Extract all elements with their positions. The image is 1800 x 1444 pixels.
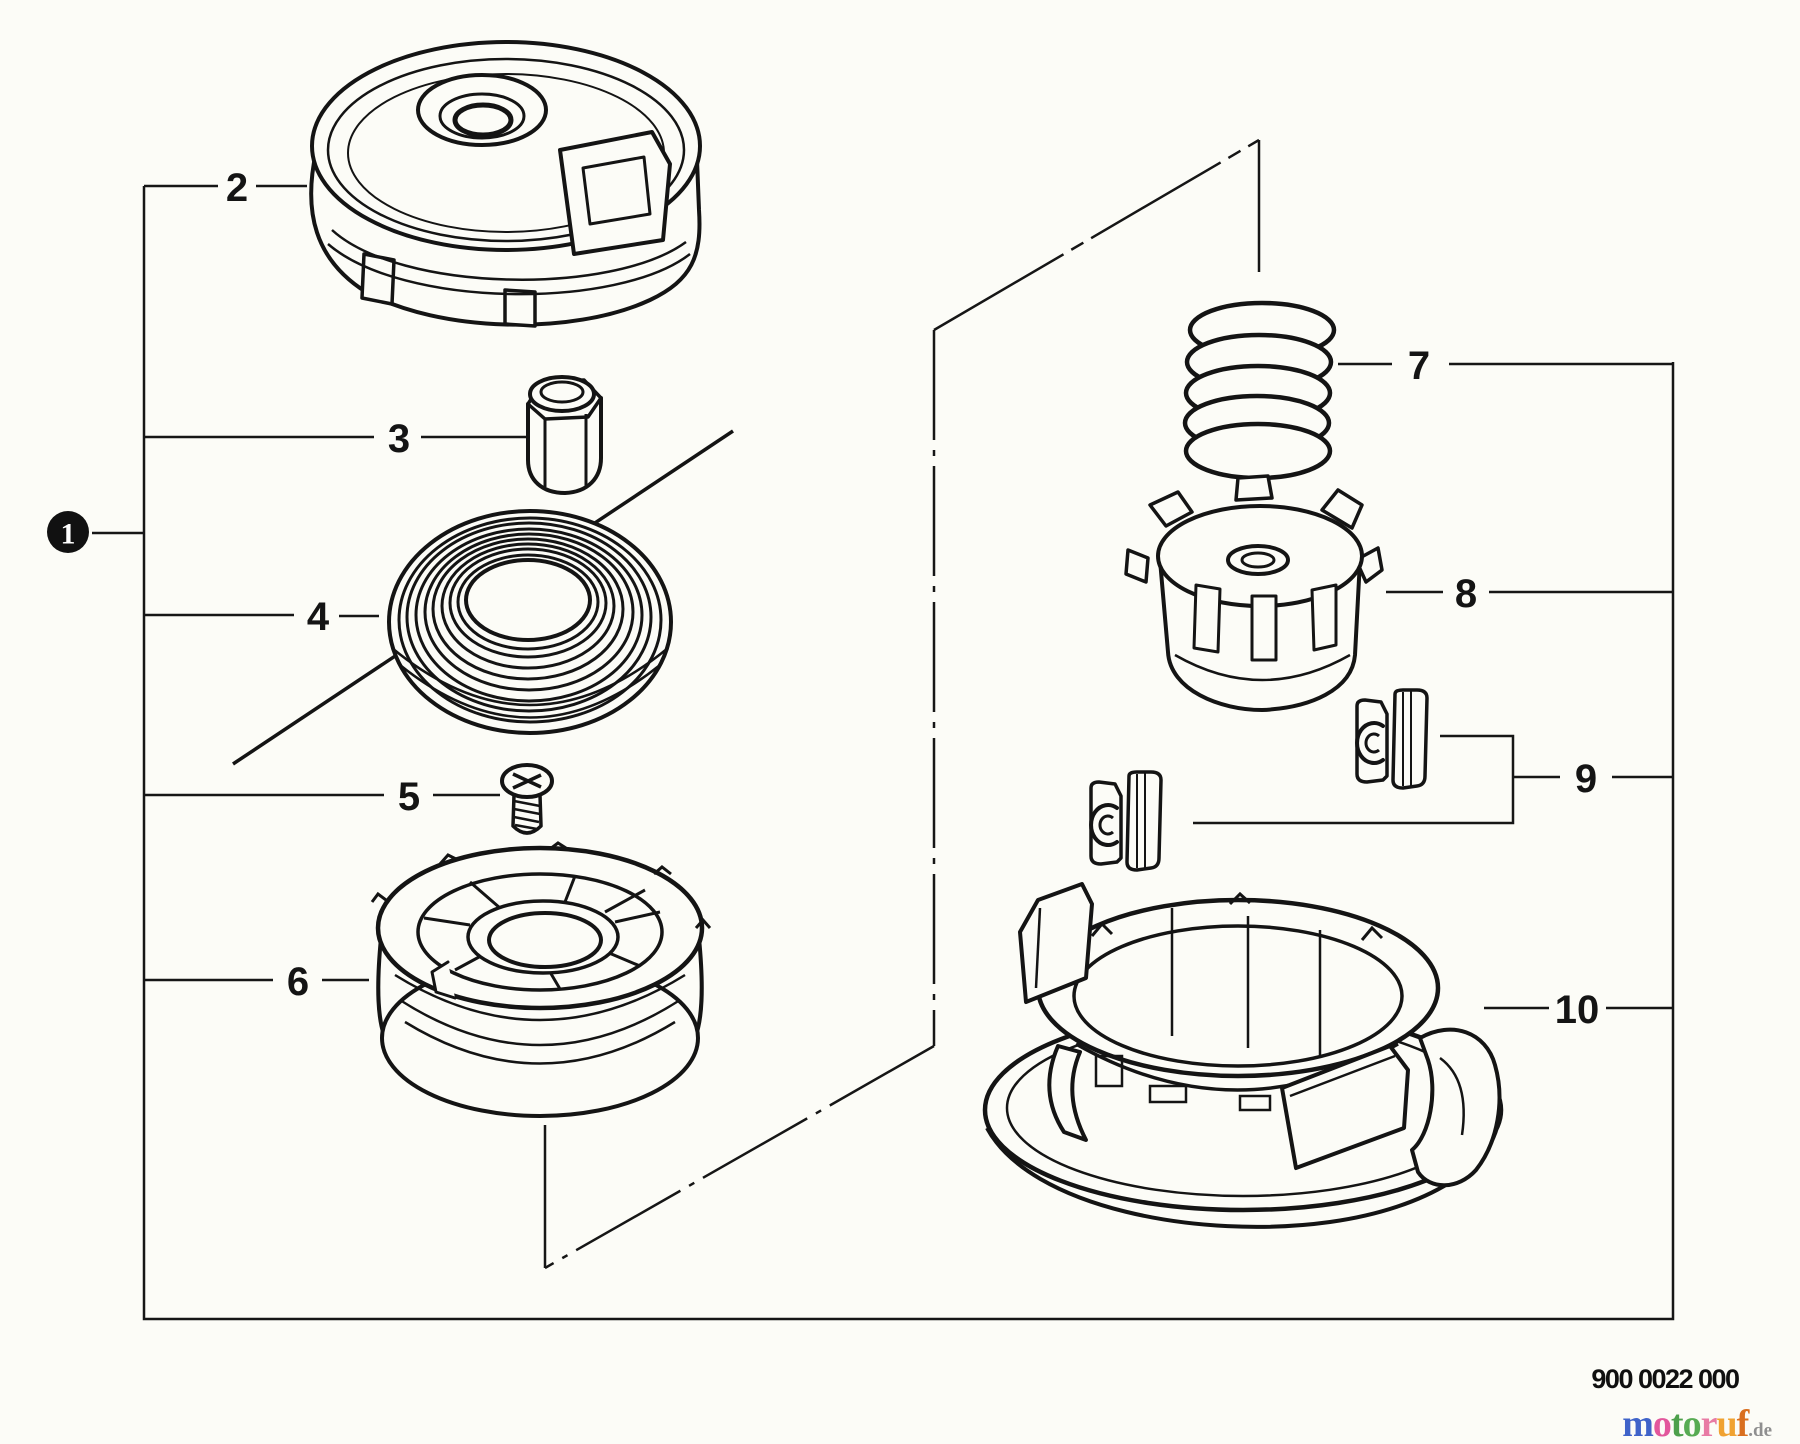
callout-labels: 1 2 3 4 5 6 7 8 9 10: [47, 166, 1599, 1032]
housing-ear-right: [1410, 1027, 1502, 1188]
assembly-callout-badge: [47, 511, 89, 553]
part-drawing-spool: [370, 841, 712, 1118]
watermark-letter: f: [1737, 1403, 1751, 1444]
cover-tab-right: [503, 288, 537, 328]
housing-tab-right: [1280, 1044, 1410, 1170]
watermark-letter: u: [1716, 1403, 1737, 1444]
spool-line-latch: [430, 960, 457, 1000]
ratchet-tab-w: [1124, 548, 1150, 584]
leader-9-bracket: [1193, 734, 1673, 825]
callout-label-7: 7: [1408, 344, 1430, 388]
callout-label-2: 2: [226, 166, 248, 210]
callout-label-4: 4: [307, 595, 330, 639]
watermark-logo: motoruf.de: [1622, 1403, 1772, 1444]
watermark-letter: o: [1653, 1403, 1671, 1444]
watermark-letter: m: [1622, 1403, 1653, 1444]
part-drawing-clip-upper: [1355, 688, 1429, 790]
part-drawing-spring: [1182, 300, 1337, 481]
part-drawing-screw: [500, 763, 554, 835]
outer-bracket-line: [142, 186, 1675, 1321]
watermark-letter: t: [1671, 1403, 1684, 1444]
callout-label-3: 3: [388, 417, 410, 461]
part-drawing-ratchet: [1124, 474, 1384, 712]
part-drawing-clip-lower: [1089, 770, 1163, 872]
watermark-suffix: .de: [1748, 1420, 1772, 1441]
perspective-edge-bottom: [544, 1044, 935, 1270]
callout-bracket-lines: [142, 138, 1675, 1321]
watermark-letter: o: [1683, 1403, 1701, 1444]
part-drawing-line-coil: [232, 429, 734, 766]
ratchet-tab-nw: [1148, 490, 1194, 528]
ratchet-tab-ne: [1320, 488, 1364, 530]
callout-label-10: 10: [1555, 988, 1600, 1032]
leader-4: [144, 613, 379, 618]
housing-tab-front-left: [1047, 1044, 1088, 1142]
leader-lines: [92, 184, 1673, 1010]
watermark-letter: r: [1701, 1403, 1718, 1444]
callout-label-8: 8: [1455, 572, 1477, 616]
callout-label-5: 5: [398, 775, 420, 819]
part-number: 900 0022 000: [1591, 1364, 1739, 1394]
callout-label-1: 1: [61, 518, 76, 551]
part-drawing-nut: [526, 375, 603, 495]
ratchet-tab-n: [1234, 474, 1274, 502]
ratchet-center-hole: [1226, 544, 1290, 576]
part-drawing-housing: [982, 882, 1504, 1229]
part-drawing-cover: [309, 40, 702, 328]
callout-label-6: 6: [287, 960, 309, 1004]
perspective-edge-top: [933, 138, 1260, 332]
callout-label-9: 9: [1575, 757, 1597, 801]
